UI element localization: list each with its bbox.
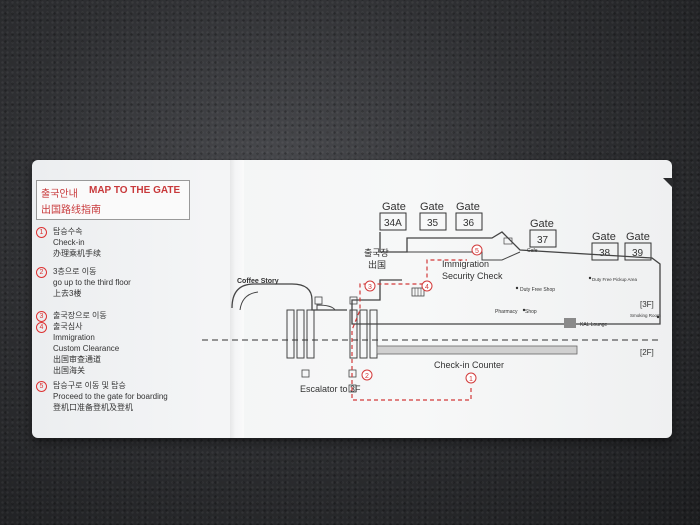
gate-label: Gate [592,231,616,243]
gate-36: Gate 36 [455,201,483,231]
inner-wall [407,251,521,261]
gate-number: 37 [537,235,549,246]
gate-number: 39 [632,248,644,259]
step-text: Proceed to the gate for boarding [53,392,168,401]
legend-title-ko: 출국안내 [41,189,78,200]
gate-box [419,212,447,231]
step-text: 出国海关 [53,366,85,375]
gate-box [624,242,652,261]
terminal-map: Gate 34A Gate 35 Gate 36 Gate 37 Gate 38… [202,201,662,401]
step-number-3: 3 [36,311,47,322]
gate-number: 36 [463,218,475,229]
step-text: 上去3楼 [53,289,82,298]
coffee-curve [239,291,259,311]
third-floor-outline [351,231,661,325]
step-text: 출국장으로 이동 [53,311,107,320]
kal-lounge-label: KAL Lounge [580,322,608,328]
route-path [351,259,472,401]
gate-label: Gate [382,201,406,213]
security-check-label: Security Check [442,271,503,281]
legend-title-cn: 出国路线指南 [41,205,101,216]
gate-box [379,212,407,231]
gate-number: 34A [384,218,402,229]
escalator-right [349,309,378,359]
step-text: 탑승수속 [53,227,83,236]
gate-34a: Gate 34A [379,201,407,231]
step-number-1: 1 [36,227,47,238]
poi-dot [515,286,519,290]
step-text: Immigration [53,333,95,342]
route-marker-3: 3 [364,280,376,292]
checkin-counter-bar [376,345,578,355]
gate-box [591,242,619,261]
restroom-icon [503,237,513,245]
security-gates [411,287,425,297]
step-text: 出国审查通道 [53,355,101,364]
gate-map-card: 출국안내 MAP TO THE GATE 出国路线指南 1 탑승수속 Check… [32,160,673,438]
step-text: Check-in [53,238,85,247]
gate-label: Gate [456,201,480,213]
route-marker-2: 2 [361,369,373,381]
svg-text:3: 3 [368,284,372,291]
gate-label: Gate [626,231,650,243]
gate-39: Gate 39 [624,231,652,261]
gate-37: Gate 37 [529,218,557,248]
smoking-room-label: Smoking Room [630,313,661,318]
gate-number: 38 [599,248,611,259]
escalator-icons [301,296,358,393]
poi-dot [656,315,660,319]
gate-label: Gate [420,201,444,213]
card-corner-notch [663,178,673,188]
svg-text:5: 5 [475,248,479,255]
escalator-label: Escalator to 3F [300,384,361,394]
step-text: go up to the third floor [53,278,131,287]
coffee-curve [316,304,336,311]
floor-3f-label: [3F] [640,300,654,309]
step-text: 办理乘机手续 [53,249,101,258]
step-text: 탑승구로 이동 및 탑승 [53,381,126,390]
coffee-area-outline [231,283,347,311]
duty-free-pickup-label: Duty Free Pickup Area [592,277,638,282]
step-text: 3층으로 이동 [53,267,97,276]
route-marker-4: 4 [421,280,433,292]
checkin-counter-label: Check-in Counter [434,360,504,370]
kal-lounge-icon [564,318,576,328]
coffee-story-label: Coffee Story [237,278,279,285]
gate-35: Gate 35 [419,201,447,231]
svg-text:4: 4 [425,284,429,291]
immigration-label: Immigration [442,259,489,269]
legend-title-box: 출국안내 MAP TO THE GATE 出国路线指南 [36,180,190,220]
departure-cn-label: 出国 [368,259,386,270]
gate-box [529,229,557,248]
step-text: Custom Clearance [53,344,120,353]
gate-38: Gate 38 [591,231,619,261]
departure-ko-label: 출국장 [364,248,389,258]
cafe-label: Cafe [527,248,538,254]
card-fold [230,160,244,438]
step-number-2: 2 [36,267,47,278]
svg-text:1: 1 [469,376,473,383]
escalator-left [286,309,315,359]
step-number-4: 4 [36,322,47,333]
route-marker-1: 1 [465,372,477,384]
pharmacy-label: Pharmacy [495,309,518,315]
legend-title-en: MAP TO THE GATE [89,185,181,196]
duty-free-label: Duty Free Shop [520,287,555,293]
route-marker-5: 5 [471,244,483,256]
step-text: 출국심사 [53,322,83,331]
floor-2f-label: [2F] [640,348,654,357]
gate-number: 35 [427,218,439,229]
step-number-5: 5 [36,381,47,392]
gate-box [455,212,483,231]
svg-text:2: 2 [365,373,369,380]
shop-label: Shop [525,309,537,315]
gate-label: Gate [530,218,554,230]
step-text: 登机口准备登机及登机 [53,403,133,412]
poi-dot [588,276,592,280]
poi-dot [522,308,526,312]
